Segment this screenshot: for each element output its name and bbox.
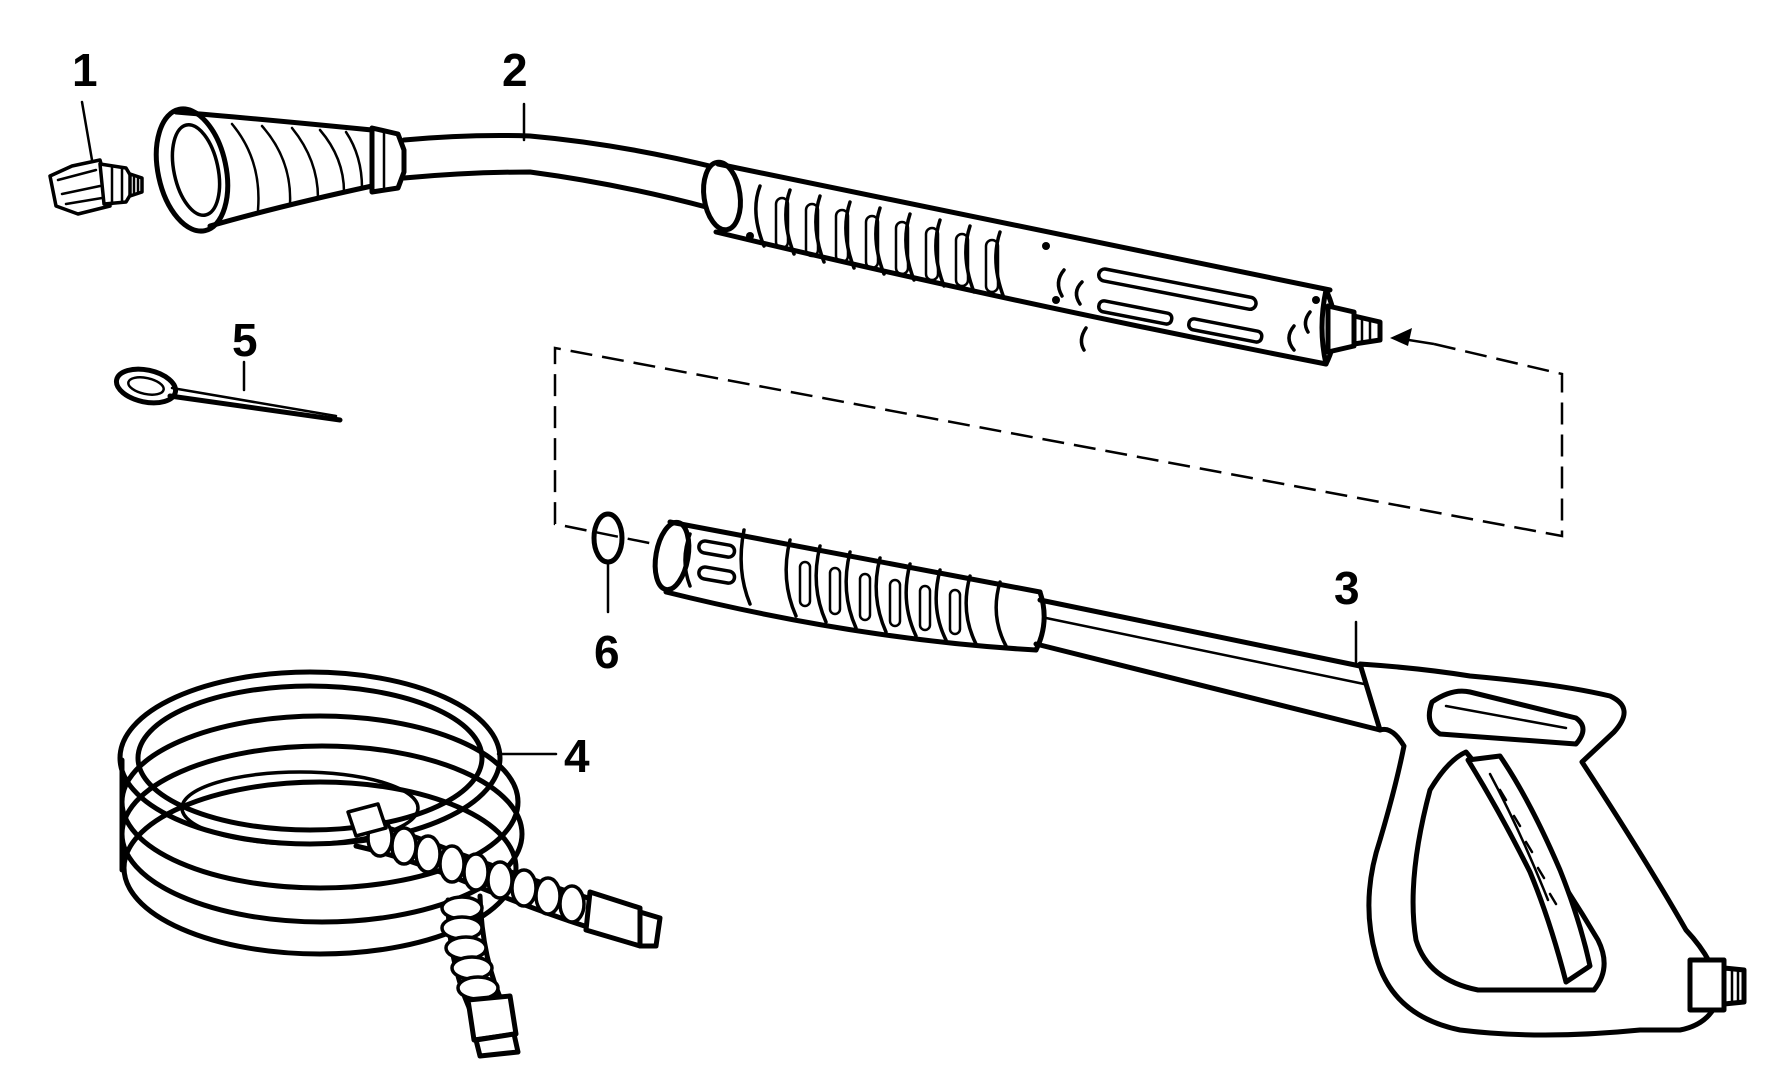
callout-5: 5 (232, 314, 258, 366)
callout-2: 2 (502, 44, 528, 96)
high-pressure-hose-part (117, 669, 663, 1059)
spray-wand-part (153, 106, 1383, 367)
trigger-gun-part (652, 519, 1747, 1038)
callout-6: 6 (594, 626, 620, 678)
callout-4: 4 (564, 730, 590, 782)
cleaning-pin-part (113, 366, 343, 423)
assembly-guide-line (553, 328, 1564, 548)
o-ring-part (591, 511, 625, 565)
leader-lines (80, 100, 1358, 756)
callout-1: 1 (72, 44, 98, 96)
nozzle-part (48, 158, 144, 216)
callout-3: 3 (1334, 562, 1360, 614)
